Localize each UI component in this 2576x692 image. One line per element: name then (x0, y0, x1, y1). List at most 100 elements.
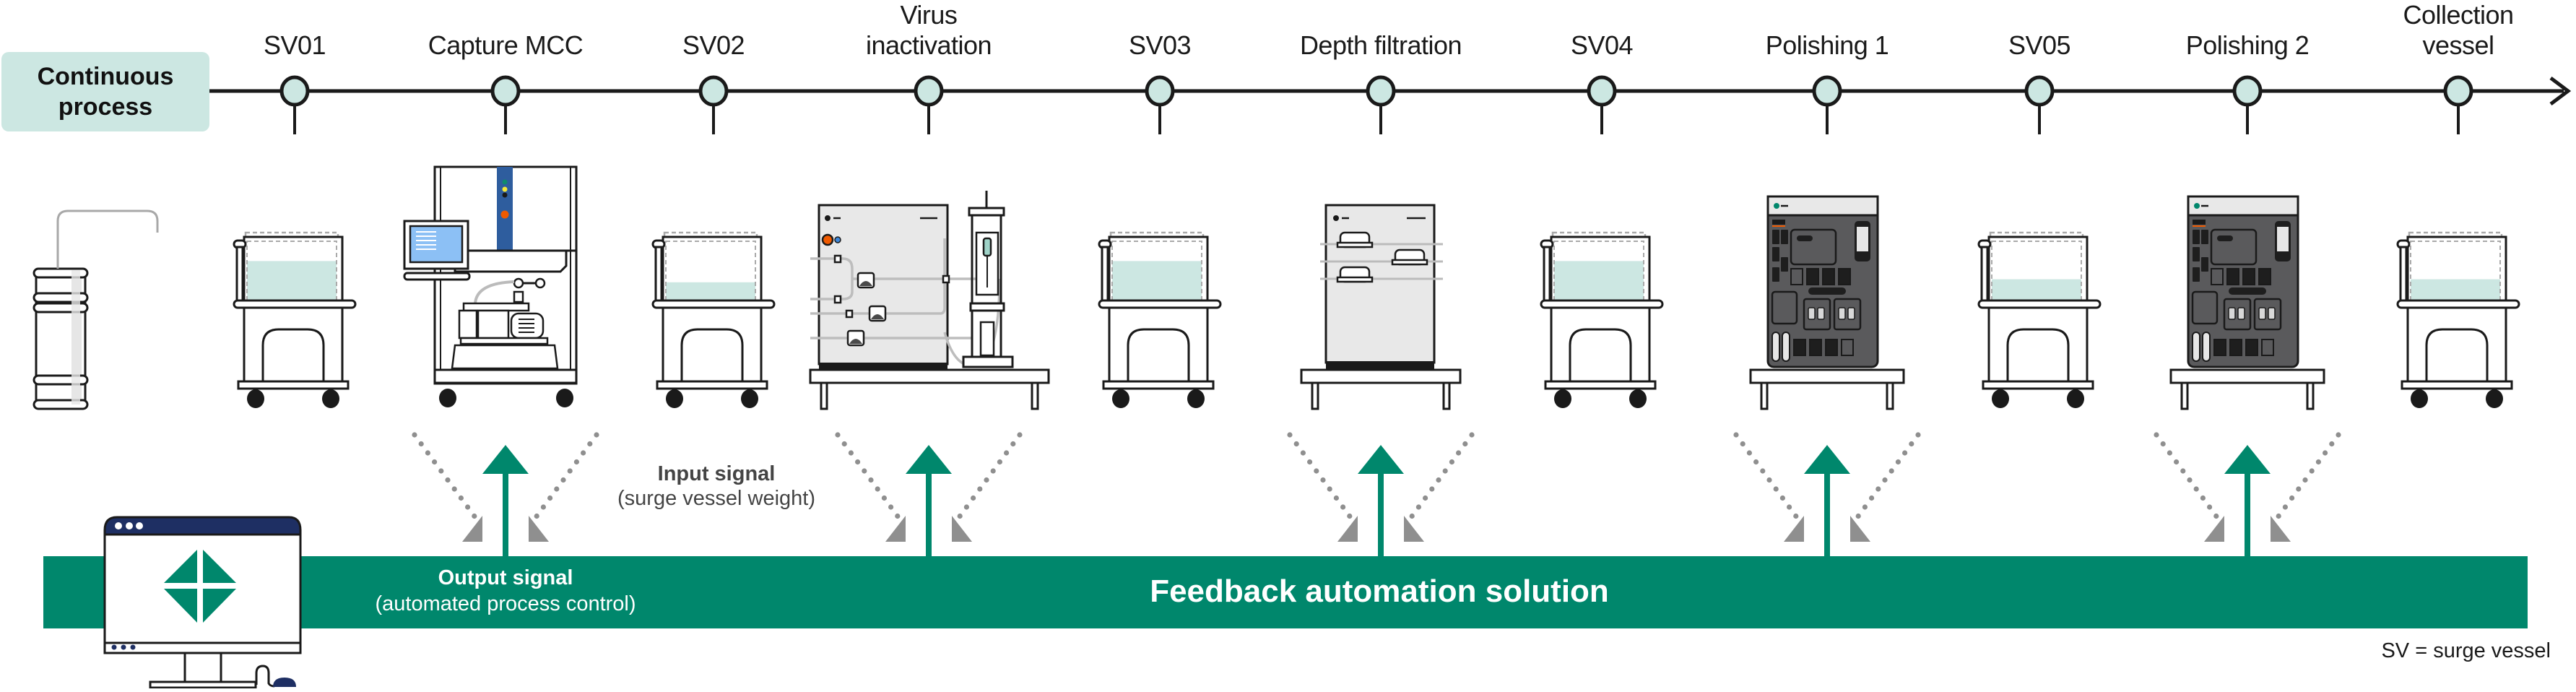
wheel (1554, 389, 1571, 408)
module (2201, 230, 2208, 244)
input-signal-dot (977, 486, 983, 492)
virus-inactivation-skid-icon (809, 191, 1050, 410)
liquid-level (247, 261, 337, 300)
step-label-sv02: SV02 (682, 30, 745, 61)
input-signal-dot (2276, 513, 2281, 519)
mouse-icon (273, 678, 296, 687)
taskbar-dot (130, 644, 136, 650)
timeline-node-sv03 (1145, 75, 1175, 107)
mouse-cable (255, 665, 275, 688)
input-signal-dot (1320, 477, 1326, 483)
input-signal-dot (875, 486, 880, 492)
module (2242, 268, 2255, 285)
input-signal-dot (1415, 504, 1421, 510)
input-signal-dot (1779, 495, 1785, 501)
module (2226, 268, 2239, 285)
input-arrowhead-icon (952, 516, 972, 542)
liquid-level (666, 282, 755, 300)
step-label-line: Capture MCC (428, 30, 584, 60)
input-signal-dot (581, 450, 586, 456)
signal-group-polishing-2 (2154, 432, 2341, 558)
output-signal-title: Output signal (438, 566, 573, 589)
input-signal-dot (472, 513, 477, 519)
wheel (2067, 389, 2084, 408)
input-signal-dot (1895, 459, 1901, 465)
step-label-sv01: SV01 (264, 30, 326, 61)
column-holder (2253, 298, 2282, 331)
input-signal-dot (2187, 477, 2193, 483)
wheel (1112, 389, 1129, 408)
control-buttons-icon (2193, 220, 2206, 225)
input-signal-dot (895, 513, 901, 519)
input-signal-dot (971, 495, 976, 501)
input-signal-dot (1915, 432, 1921, 438)
column-holder (1803, 298, 1831, 331)
input-signal-dot (1909, 441, 1914, 447)
timeline-arrowhead-icon (2549, 77, 2572, 105)
input-signal-dot (554, 486, 560, 492)
control-column (497, 167, 513, 251)
process-timeline (209, 75, 2572, 134)
monitor-stand (183, 652, 222, 683)
depth-filtration-skid-icon (1300, 204, 1462, 410)
feedback-automation-label: Feedback automation solution (1150, 574, 1609, 609)
input-signal-dot (1855, 513, 1861, 519)
window-dot (126, 522, 133, 529)
timeline-node-sv05 (2024, 75, 2055, 107)
skid-table (1749, 368, 1905, 384)
input-arrowhead-icon (2204, 516, 2224, 542)
input-arrowhead-icon (885, 516, 906, 542)
input-signal-dot (2296, 486, 2302, 492)
output-signal-arrow (926, 470, 932, 558)
input-signal-dot (2336, 432, 2341, 438)
surge-vessel-icon-sv03 (1098, 231, 1222, 408)
input-signal-dot (432, 459, 438, 465)
computer-screen (103, 533, 302, 644)
input-arrowhead-icon (1784, 516, 1804, 542)
column-icon (2268, 307, 2276, 320)
wheel (741, 389, 758, 408)
input-signal-dot (848, 450, 854, 456)
surge-vessel-icon-sv02 (651, 231, 776, 408)
input-signal-title: Input signal (657, 462, 776, 485)
timeline-node-virus-inactivation (914, 75, 944, 107)
module (1793, 339, 1806, 356)
bottle-icon (2192, 332, 2200, 362)
display-icon (2277, 227, 2289, 251)
input-signal-dot (2329, 441, 2335, 447)
input-signal-dot (1442, 468, 1448, 474)
pump-motor-icon (510, 312, 545, 339)
input-signal-dot (862, 468, 867, 474)
input-signal-dot (451, 486, 457, 492)
window-titlebar (103, 516, 302, 536)
output-arrowhead-icon (1804, 445, 1850, 474)
control-cabinet (818, 204, 949, 366)
timeline-node-depth-filtration (1366, 75, 1396, 107)
timeline-node-capture-mcc (490, 75, 521, 107)
timeline-node-collection-vessel (2443, 75, 2473, 107)
input-signal-dot (1327, 486, 1332, 492)
input-signal-dot (1333, 495, 1339, 501)
input-signal-dot (1300, 450, 1306, 456)
module (1772, 247, 1779, 261)
input-signal-dot (465, 504, 471, 510)
signal-group-virus-inactivation (835, 432, 1023, 558)
automation-computer-icon (103, 516, 302, 689)
liquid-level (1554, 261, 1644, 300)
module (2261, 339, 2274, 356)
module (1781, 257, 1788, 272)
input-signal-dot (868, 477, 874, 483)
wheel (322, 389, 339, 408)
step-label-line: inactivation (865, 30, 992, 60)
skid-table (2169, 368, 2325, 384)
module (1838, 268, 1851, 285)
input-signal-dot (1449, 459, 1454, 465)
step-label-polishing-2: Polishing 2 (2186, 30, 2310, 61)
signal-group-capture-mcc (412, 432, 599, 558)
input-signal-dot (1882, 477, 1888, 483)
feed-hose (56, 209, 159, 269)
module (1772, 267, 1779, 282)
input-signal-dot (445, 477, 451, 483)
step-label-line: Polishing 1 (1765, 30, 1889, 60)
